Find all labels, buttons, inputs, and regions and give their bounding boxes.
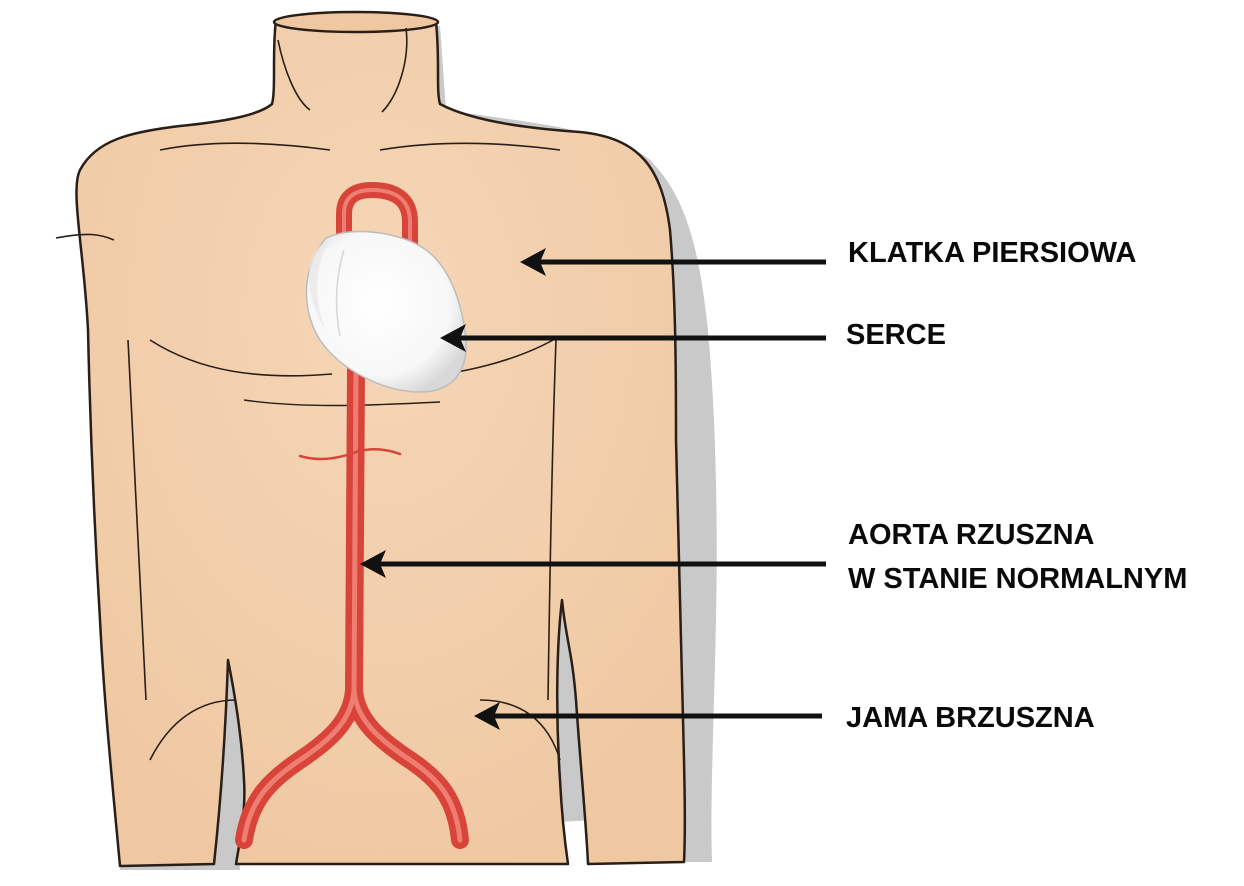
label-abdomen: JAMA BRZUSZNA [846, 701, 1095, 735]
neck-top [274, 12, 438, 32]
label-heart: SERCE [846, 318, 946, 352]
label-chest: KLATKA PIERSIOWA [848, 236, 1136, 270]
label-aorta-line2: W STANIE NORMALNYM [848, 562, 1187, 596]
label-aorta-line1: AORTA RZUSZNA [848, 518, 1094, 552]
